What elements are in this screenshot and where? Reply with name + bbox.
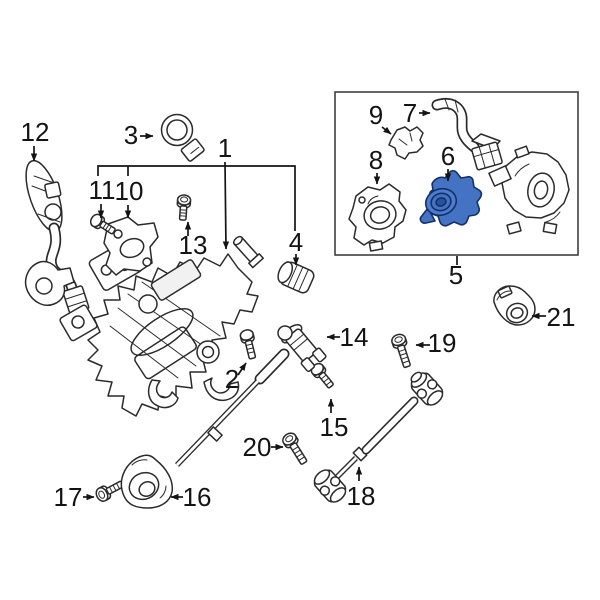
callout-15-label: 15: [320, 412, 349, 442]
callout-12: 12: [21, 117, 50, 162]
part-6-foot[interactable]: [419, 207, 436, 224]
part-16-boot: [120, 454, 174, 509]
part-7-stalk: [431, 98, 503, 171]
callout-9-arrow: [381, 126, 392, 135]
callout-10-label: 10: [115, 176, 144, 206]
callout-14: 14: [326, 322, 369, 352]
inset-box: [334, 91, 579, 256]
callout-8-label: 8: [369, 145, 383, 175]
callout-18-label: 18: [347, 481, 376, 511]
part-4-knob: [277, 261, 315, 294]
callout-3: 3: [124, 120, 154, 150]
callout-16-label: 16: [183, 482, 212, 512]
callout-14-label: 14: [340, 322, 369, 352]
callout-19: 19: [415, 328, 457, 358]
callout-8: 8: [369, 145, 383, 185]
callout-1: 1: [97, 133, 296, 250]
part-14-coupling-shaft: [175, 324, 327, 467]
callout-17: 17: [54, 482, 95, 512]
callout-16: 16: [170, 482, 212, 512]
callout-6: 6: [441, 141, 455, 182]
part-18-lower-shaft: [313, 371, 444, 503]
callout-15: 15: [320, 398, 349, 442]
part-2-bolt: [239, 329, 257, 360]
callout-7-label: 7: [403, 98, 417, 128]
callout-13-label: 13: [179, 230, 208, 260]
callout-6-label: 6: [441, 141, 455, 171]
callout-4: 4: [289, 227, 303, 266]
callout-18: 18: [347, 466, 376, 511]
part-6-hub[interactable]: [435, 197, 447, 208]
callout-19-label: 19: [428, 328, 457, 358]
part-20-bolt: [282, 432, 308, 465]
callout-2-label: 2: [225, 364, 239, 394]
part-8-clockspring: [348, 183, 407, 252]
callout-1-label: 1: [218, 133, 232, 163]
callout-2-arrow: [237, 362, 247, 376]
callout-13: 13: [179, 221, 208, 260]
callout-11-label: 11: [89, 175, 116, 205]
callout-20-label: 20: [243, 432, 272, 462]
callout-1-bracket: [97, 165, 296, 231]
callout-21-label: 21: [547, 302, 576, 332]
callout-4-label: 4: [289, 227, 303, 257]
part-9-bracket: [388, 126, 424, 160]
part-21-sensor: [493, 285, 536, 326]
inset-housing: [488, 145, 570, 235]
callout-10: 10: [115, 176, 144, 219]
part-10-bracket: [103, 216, 159, 276]
callout-2: 2: [225, 362, 247, 394]
callout-5: 5: [449, 260, 463, 290]
callout-11: 11: [89, 175, 116, 219]
callout-9-label: 9: [369, 100, 383, 130]
part-17-bolt: [95, 480, 125, 502]
part-3-sensor: [160, 113, 205, 162]
callout-20: 20: [243, 432, 284, 462]
callout-7: 7: [403, 98, 431, 128]
part-1-steering-column: [24, 235, 264, 417]
part-6-highlighted-sensor[interactable]: [419, 169, 483, 227]
callout-1-arrow: [222, 161, 230, 250]
part-19-bolt: [391, 333, 411, 369]
part-13-bolt: [176, 194, 192, 221]
callout-5-label: 5: [449, 260, 463, 290]
callout-21: 21: [531, 302, 576, 332]
callout-9: 9: [369, 100, 392, 135]
callout-3-label: 3: [124, 120, 138, 150]
callout-17-label: 17: [54, 482, 83, 512]
callout-12-label: 12: [21, 117, 50, 147]
